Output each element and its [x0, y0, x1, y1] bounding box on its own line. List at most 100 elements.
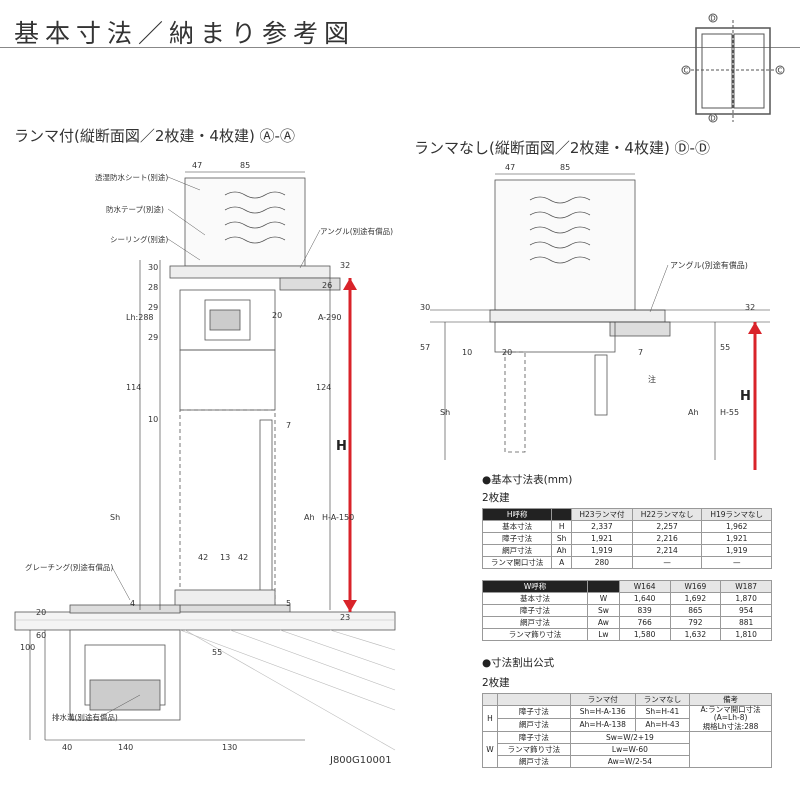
- label: 60: [36, 631, 46, 640]
- page-title: 基本寸法／納まり参考図: [14, 19, 356, 48]
- label: 29: [148, 333, 158, 342]
- label: 20: [502, 348, 512, 357]
- label: 42: [198, 553, 208, 562]
- label: 障子寸法: [497, 730, 571, 744]
- label: 5: [286, 599, 291, 608]
- label: 1,692: [669, 592, 722, 605]
- key-letter-c-left: C: [684, 67, 689, 75]
- callout-sealing: シーリング(別途): [110, 234, 168, 244]
- table-row: 網戸寸法 Aw=W/2-54: [483, 754, 772, 768]
- title-divider: [0, 47, 800, 48]
- label: 網戸寸法: [497, 754, 571, 768]
- label: W164: [618, 580, 671, 593]
- label: 124: [316, 383, 331, 392]
- label: 障子寸法: [481, 532, 553, 545]
- label: Aw=W/2-54: [569, 754, 691, 768]
- label: 基本寸法: [481, 520, 553, 533]
- label: ランマ飾り寸法: [497, 742, 571, 756]
- label: 114: [126, 383, 141, 392]
- label: Sh: [440, 408, 450, 417]
- key-letter-c-right: C: [778, 67, 783, 75]
- label: 1,919: [701, 544, 772, 557]
- label: Lh:288: [126, 313, 154, 322]
- formula-sub: 2枚建: [482, 677, 510, 689]
- label: 85: [560, 163, 570, 172]
- label: 基本寸法: [481, 592, 589, 605]
- label: 792: [669, 616, 722, 629]
- label: 954: [720, 604, 772, 617]
- label: 57: [420, 343, 430, 352]
- key-letter-d-top: D: [710, 15, 715, 23]
- callout-angle: アングル(別途有償品): [320, 226, 393, 236]
- label: W呼称: [481, 580, 589, 593]
- left-section-drawing: H 47 85 30 28 Lh:288 29 29 114 10 Sh 26 …: [14, 161, 396, 752]
- label: 1,921: [571, 532, 633, 545]
- label: 備考: [689, 693, 772, 706]
- label: 55: [720, 343, 730, 352]
- label: Sh=H-41: [634, 705, 691, 719]
- label: 280: [571, 556, 633, 569]
- label: 30: [148, 263, 158, 272]
- label: 32: [340, 261, 350, 270]
- label: 網戸寸法: [481, 544, 553, 557]
- label: Lw=W-60: [569, 742, 691, 756]
- label: 1,632: [669, 628, 722, 641]
- label: Ah=H-43: [634, 717, 691, 732]
- label: 20: [272, 311, 282, 320]
- callout-moisture-sheet: 透湿防水シート(別途): [95, 172, 168, 182]
- table-row: 網戸寸法 Ah=H-A-138 Ah=H-43: [483, 717, 772, 732]
- label: H-55: [720, 408, 739, 417]
- left-section-title: ランマ付(縦断面図／2枚建・4枚建) Ⓐ-Ⓐ: [14, 127, 295, 145]
- label: 障子寸法: [497, 705, 571, 719]
- right-h-label: H: [740, 389, 751, 404]
- label: ランマ付: [569, 693, 636, 706]
- label: ランマ飾り寸法: [481, 628, 589, 641]
- label: 1,640: [618, 592, 671, 605]
- label: [482, 693, 498, 706]
- label: ランマ開口寸法: [481, 556, 553, 569]
- label: 7: [286, 421, 291, 430]
- callout-grating: グレーチング(別途有償品): [25, 562, 113, 572]
- label: H23ランマ付: [571, 508, 633, 521]
- label: 10: [148, 415, 158, 424]
- label: 40: [62, 743, 72, 752]
- label: H22ランマなし: [631, 508, 703, 521]
- label: 865: [669, 604, 722, 617]
- label: W: [482, 730, 498, 768]
- drawing-code: J800G10001: [330, 755, 392, 766]
- label: H: [482, 705, 498, 732]
- label: Sh=H-A-136: [569, 705, 636, 719]
- right-section-drawing: H 47 85 30 32 57 10 20 7 55 Sh Ah H-55 注…: [420, 163, 770, 470]
- label: 30: [420, 303, 430, 312]
- label: W187: [720, 580, 772, 593]
- label: 1,580: [618, 628, 671, 641]
- callout-drain: 排水溝(別途有償品): [52, 712, 118, 722]
- label: 766: [618, 616, 671, 629]
- label: —: [701, 556, 772, 569]
- label: 13: [220, 553, 230, 562]
- label: 839: [618, 604, 671, 617]
- key-plan: D C C D: [681, 13, 785, 123]
- label: A: [551, 556, 573, 569]
- label: 4: [130, 599, 135, 608]
- formula-heading: ●寸法割出公式: [482, 657, 555, 669]
- label: 140: [118, 743, 133, 752]
- label: 23: [340, 613, 350, 622]
- label: Ah: [551, 544, 573, 557]
- table-row: ランマ飾り寸法 Lw=W-60: [483, 742, 772, 756]
- label: H呼称: [481, 508, 553, 521]
- label: 32: [745, 303, 755, 312]
- label: 網戸寸法: [497, 717, 571, 732]
- label: 2,216: [631, 532, 703, 545]
- label: [551, 508, 573, 521]
